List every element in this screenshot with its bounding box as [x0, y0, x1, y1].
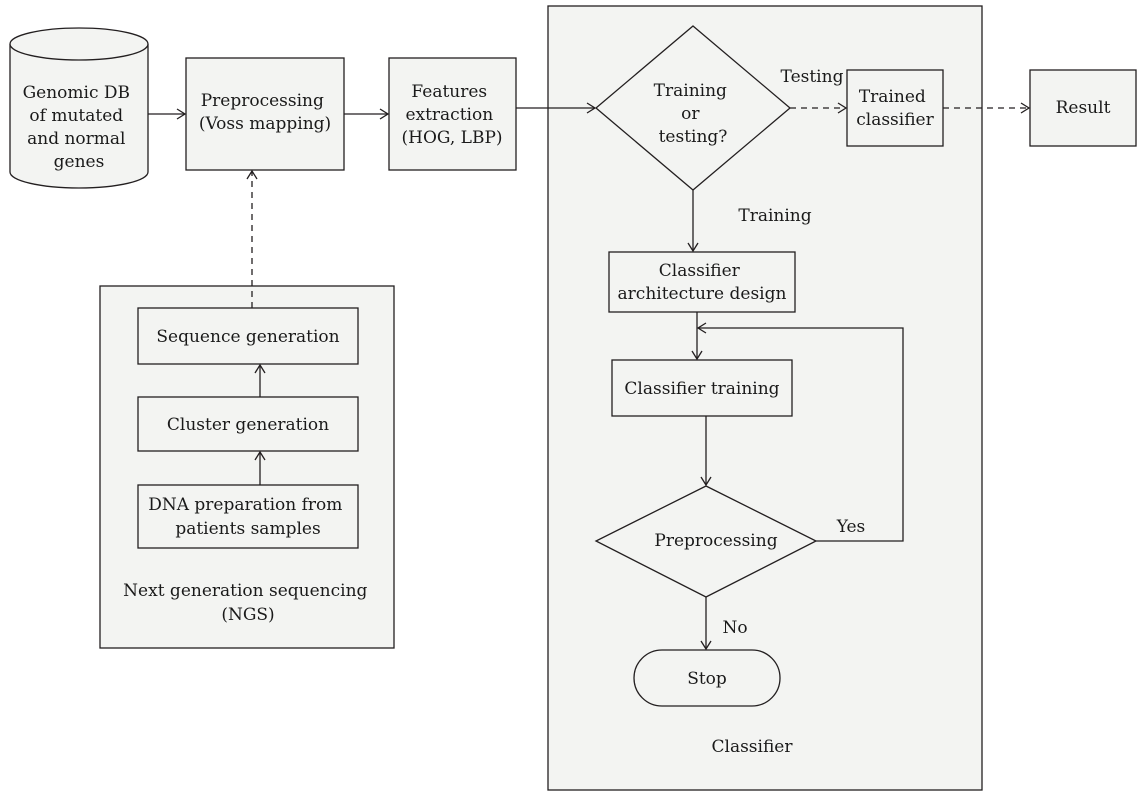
ngs-group-caption: Next generation sequencing (NGS)	[123, 581, 373, 625]
classifier-architecture-design-label: Classifier architecture design	[618, 261, 787, 304]
classifier-group-caption: Classifier	[712, 737, 794, 757]
trained-classifier-label: Trained classifier	[856, 87, 934, 130]
cluster-generation-label: Cluster generation	[167, 415, 329, 435]
edge-label-testing: Testing	[781, 67, 844, 87]
classifier-architecture-design-box	[608, 251, 796, 313]
edge-preprocessing-to-features	[344, 108, 390, 120]
preprocessing-label: Preprocessing (Voss mapping)	[199, 91, 331, 134]
cluster-generation-box	[137, 396, 359, 452]
classifier-training-box	[611, 359, 793, 417]
trained-classifier-box	[846, 69, 944, 147]
stop-terminal	[633, 649, 781, 707]
features-extraction-box	[388, 57, 517, 171]
stop-label: Stop	[687, 669, 727, 689]
edge-ngs-to-preprocessing	[246, 169, 258, 308]
training-or-testing-label: Training or testing?	[654, 81, 733, 147]
edge-label-training: Training	[738, 206, 811, 226]
sequence-generation-box	[137, 307, 359, 365]
dna-preparation-box	[137, 484, 359, 549]
edge-decision-to-trained-classifier	[790, 102, 848, 114]
edge-cluster-to-sequence	[254, 363, 266, 397]
sequence-generation-label: Sequence generation	[156, 327, 339, 347]
genomic-db-label: Genomic DB of mutated and normal genes	[23, 83, 136, 172]
edge-preprocessing-no-to-stop	[700, 597, 712, 651]
classifier-training-label: Classifier training	[624, 379, 779, 399]
edge-features-to-decision	[516, 102, 597, 114]
edge-architecture-to-training	[691, 312, 703, 361]
result-label: Result	[1056, 98, 1111, 118]
result-box	[1029, 69, 1137, 147]
edge-decision-to-architecture	[687, 190, 699, 253]
edge-db-to-preprocessing	[148, 108, 187, 120]
edge-label-no: No	[722, 618, 747, 638]
edge-preprocessing-yes-loop	[696, 322, 904, 542]
edge-label-yes: Yes	[836, 517, 866, 537]
edge-dna-to-cluster	[254, 450, 266, 485]
edge-training-to-preprocessing-decision	[700, 416, 712, 487]
genomic-db-cylinder	[9, 27, 149, 189]
dna-preparation-label: DNA preparation from patients samples	[148, 495, 348, 539]
features-extraction-label: Features extraction (HOG, LBP)	[401, 82, 502, 148]
preprocessing-decision-label: Preprocessing	[654, 531, 777, 551]
edge-trained-classifier-to-result	[943, 102, 1031, 114]
